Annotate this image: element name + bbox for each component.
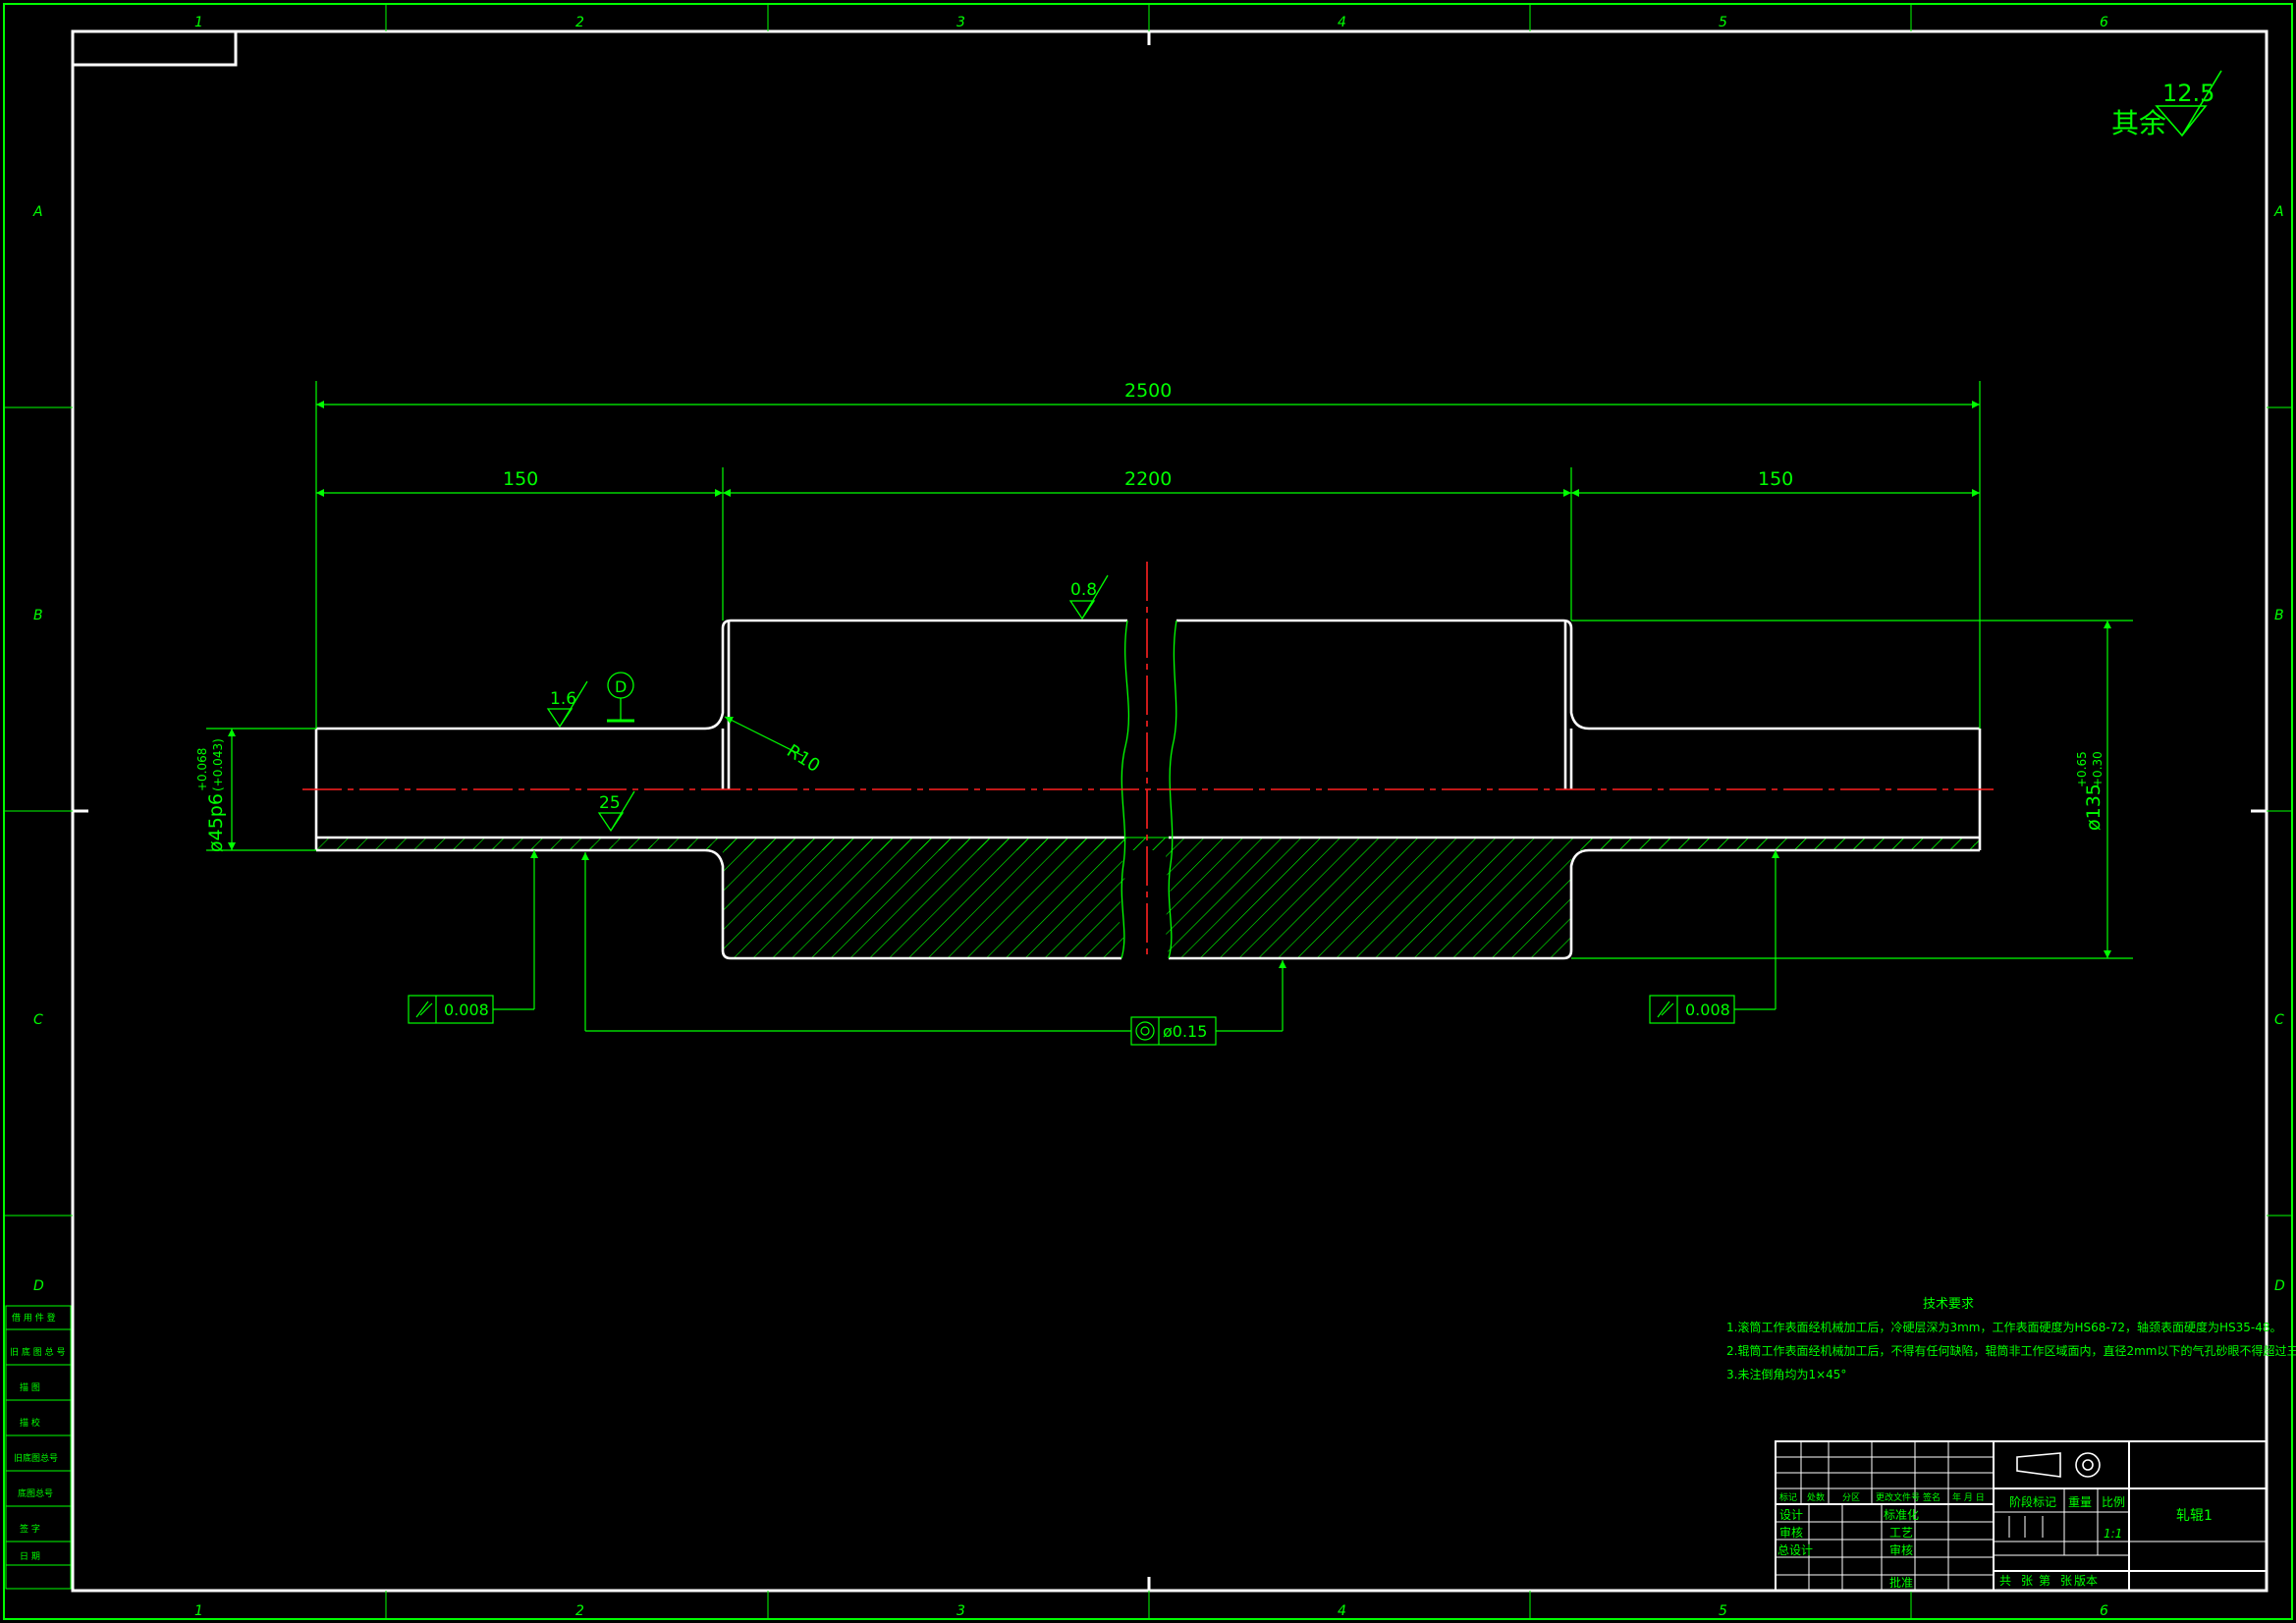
default-roughness: 其余 12.5 [2111, 70, 2222, 139]
title-row-label: 审核 [1889, 1542, 1913, 1557]
roughness-symbol-icon [546, 680, 588, 729]
row-label-right: A [2273, 204, 2284, 220]
roughness-shoulder-value: 25 [599, 793, 621, 813]
dim-body-diameter: ø135 [2083, 784, 2105, 831]
roughness-default-value: 12.5 [2162, 80, 2214, 107]
side-strip-label: 日 期 [20, 1551, 40, 1562]
row-label-left: A [32, 204, 43, 220]
title-row-label: 审核 [1779, 1525, 1803, 1540]
roughness-symbol-icon [2155, 70, 2222, 137]
side-strip: 借 用 件 登 旧 底 图 总 号 描 图 描 校 旧底图总号 底图总号 签 字… [5, 1305, 72, 1590]
title-row-label: 设计 [1779, 1508, 1803, 1522]
dim-body-length: 2200 [1124, 468, 1172, 490]
tolerance-frames: 0.008 0.008 ø0.15 [408, 850, 1779, 1046]
title-row-label: 标准化 [1884, 1508, 1919, 1522]
coaxiality-value: ø0.15 [1163, 1022, 1207, 1041]
roughness-symbol-icon [1068, 574, 1109, 621]
runout-symbol-icon [415, 1001, 433, 1018]
version-label: 版本 [2074, 1574, 2098, 1588]
title-header-cell: 更改文件号 [1876, 1491, 1920, 1503]
col-label-bottom: 5 [1719, 1603, 1727, 1619]
col-label-bottom: 2 [575, 1603, 584, 1619]
row-label-left: C [33, 1012, 43, 1028]
stage-mark-label: 阶段标记 [2009, 1494, 2056, 1509]
weight-label: 重量 [2068, 1495, 2092, 1509]
drawing-frame [3, 3, 2293, 1620]
col-label-bottom: 3 [957, 1603, 965, 1619]
row-label-right: C [2274, 1012, 2284, 1028]
col-label-top: 1 [194, 15, 203, 30]
scale-value: 1:1 [2104, 1527, 2122, 1541]
col-label-bottom: 1 [194, 1603, 203, 1619]
part-name: 轧辊1 [2176, 1508, 2213, 1524]
tech-requirements-title: 技术要求 [1923, 1297, 1974, 1312]
title-block: 标记 处数 分区 更改文件号 签名 年 月 日 设计 审核 总设计 标准化 工艺… [1775, 1440, 2268, 1592]
dimensions: 2500 150 2200 150 R10 ø45p6 +0.068 (+0.0… [195, 380, 2133, 959]
tech-requirement-line: 2.辊筒工作表面经机械加工后，不得有任何缺陷，辊筒非工作区域面内，直径2mm以下… [1726, 1343, 2296, 1358]
roughness-journal-value: 1.6 [550, 689, 576, 709]
dim-fillet-radius: R10 [783, 740, 823, 777]
tech-requirement-line: 1.滚筒工作表面经机械加工后，冷硬层深为3mm，工作表面硬度为HS68-72，轴… [1726, 1320, 2282, 1334]
sheet-info: 第 [2039, 1574, 2050, 1588]
side-strip-label: 底图总号 [18, 1488, 53, 1499]
scale-label: 比例 [2102, 1495, 2125, 1509]
dim-journal-tol-lower: (+0.043) [211, 738, 225, 791]
side-strip-label: 描 校 [20, 1417, 40, 1429]
sheet-info: 共 [1999, 1574, 2011, 1588]
coaxiality-symbol-icon [1135, 1021, 1155, 1041]
title-header-cell: 分区 [1842, 1492, 1860, 1503]
roughness-prefix-text: 其余 [2111, 107, 2166, 139]
title-row-label: 批准 [1889, 1575, 1913, 1590]
dim-overall-length: 2500 [1124, 380, 1172, 402]
side-strip-label: 签 字 [20, 1523, 40, 1535]
side-strip-label: 旧 底 图 总 号 [10, 1346, 65, 1358]
row-label-left: B [33, 608, 43, 623]
col-label-top: 4 [1338, 15, 1346, 30]
title-header-cell: 处数 [1807, 1491, 1825, 1503]
roughness-marks: 0.8 1.6 25 [546, 574, 1109, 833]
projection-symbol-icon [2016, 1452, 2101, 1478]
dim-right-journal-length: 150 [1758, 468, 1793, 490]
zone-labels: 1 2 3 4 5 6 1 2 3 4 5 6 A B C D A B C D [32, 15, 2285, 1619]
row-label-left: D [33, 1278, 44, 1294]
part-geometry [302, 562, 1994, 960]
title-row-label: 工艺 [1889, 1526, 1913, 1540]
row-label-right: B [2274, 608, 2284, 623]
col-label-top: 6 [2100, 15, 2108, 30]
row-label-right: D [2274, 1278, 2285, 1294]
title-header-cell: 签名 [1923, 1491, 1941, 1503]
sheet-info: 张 [2021, 1574, 2033, 1588]
side-strip-label: 借 用 件 登 [12, 1312, 56, 1324]
sheet-info: 张 [2060, 1574, 2072, 1588]
tech-requirements: 技术要求 1.滚筒工作表面经机械加工后，冷硬层深为3mm，工作表面硬度为HS68… [1726, 1297, 2296, 1381]
datum-symbol: D [607, 672, 634, 723]
tech-requirement-line: 3.未注倒角均为1×45° [1726, 1367, 1846, 1381]
dim-body-tol-lower: +0.30 [2091, 751, 2105, 787]
dim-journal-diameter: ø45p6 [205, 793, 227, 852]
side-strip-label: 描 图 [20, 1381, 40, 1393]
right-runout-value: 0.008 [1685, 1001, 1730, 1019]
title-header-cell: 年 月 日 [1952, 1491, 1985, 1503]
left-runout-value: 0.008 [444, 1001, 489, 1019]
roughness-body-value: 0.8 [1070, 580, 1097, 600]
side-strip-label: 旧底图总号 [14, 1452, 58, 1464]
dim-body-tol-upper: +0.65 [2075, 751, 2089, 787]
runout-symbol-icon [1657, 1001, 1674, 1018]
col-label-bottom: 4 [1338, 1603, 1346, 1619]
col-label-top: 3 [957, 15, 965, 30]
title-header-cell: 标记 [1779, 1491, 1797, 1503]
title-row-label: 总设计 [1777, 1543, 1813, 1557]
dim-left-journal-length: 150 [503, 468, 538, 490]
datum-label: D [615, 677, 627, 696]
roughness-symbol-icon [597, 790, 635, 833]
col-label-top: 2 [575, 15, 584, 30]
col-label-bottom: 6 [2100, 1603, 2108, 1619]
dim-journal-tol-upper: +0.068 [195, 748, 209, 791]
col-label-top: 5 [1719, 15, 1727, 30]
